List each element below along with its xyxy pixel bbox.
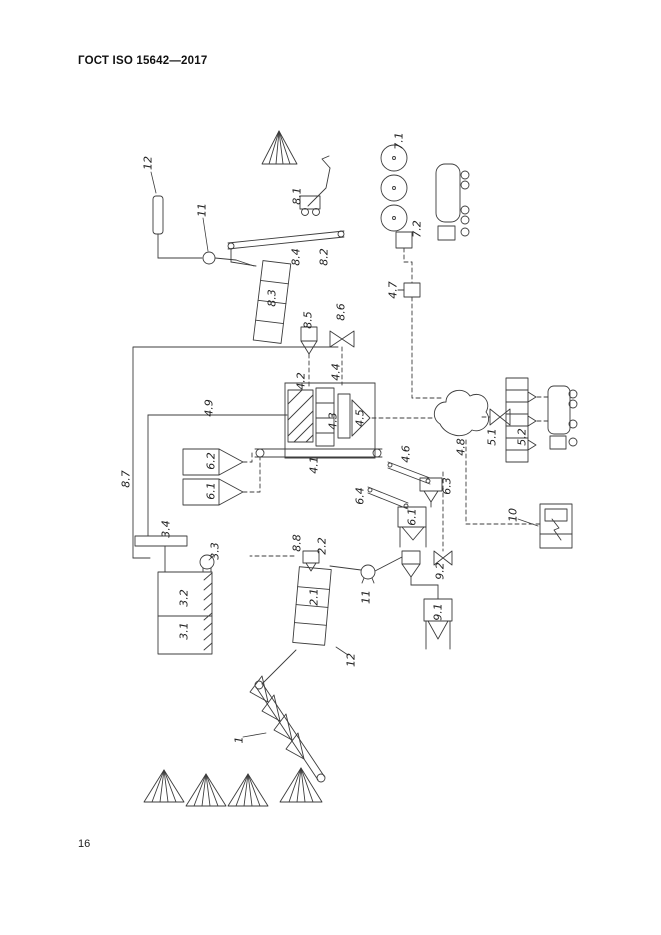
label-3-2: 3.2 [178, 589, 191, 607]
label-8-3: 8.3 [266, 289, 279, 307]
screw-conveyor-64 [367, 486, 409, 510]
label-11-drum-fan: 11 [360, 590, 373, 604]
bucket-elevator [254, 448, 383, 458]
label-8-5: 8.5 [302, 311, 315, 329]
bitumen-tanks [380, 144, 408, 232]
label-12-drum: 12 [345, 653, 358, 667]
label-4-5: 4.5 [354, 409, 367, 427]
hot-bins [315, 387, 335, 447]
label-4-2: 4.2 [295, 372, 308, 390]
screw-conveyor-46 [387, 461, 431, 485]
recycle-stockpile-icon [261, 130, 298, 165]
label-6-3: 6.3 [441, 477, 454, 495]
control-cabin [539, 503, 573, 549]
label-8-8: 8.8 [291, 534, 304, 552]
weighing-unit-63 [419, 477, 443, 508]
label-11-fan: 11 [196, 203, 209, 217]
dust-silo [397, 506, 427, 548]
label-12-stack: 12 [142, 156, 155, 170]
document-header: ГОСТ ISO 15642—2017 [78, 55, 208, 67]
stockpile-cones [143, 767, 323, 807]
surge-hopper [300, 326, 318, 355]
recycle-feed-conveyor [227, 230, 345, 267]
label-5-1: 5.1 [486, 428, 499, 446]
discharge-valve-icon [489, 408, 511, 426]
weigh-hopper [351, 399, 371, 437]
filter-cloud [433, 389, 490, 437]
exhaust-fan-icon [202, 251, 255, 267]
cold-feed-conveyor [254, 649, 326, 783]
label-4-6: 4.6 [400, 445, 413, 463]
mixer-unit [337, 393, 351, 439]
label-6-4: 6.4 [354, 487, 367, 505]
label-5-2: 5.2 [516, 428, 529, 446]
label-4-9: 4.9 [203, 399, 216, 417]
dust-return-ducts [132, 346, 339, 559]
dust-hopper [423, 598, 453, 650]
label-7-1: 7.1 [393, 132, 406, 150]
burner-fan-icon [199, 554, 215, 573]
drum-fan-icon [329, 556, 403, 584]
recycle-drum [252, 260, 292, 344]
label-9-2: 9.2 [434, 562, 447, 580]
label-8-4: 8.4 [290, 248, 303, 266]
tanker-truck-icon [435, 163, 470, 241]
cyclone-unit [401, 550, 453, 600]
label-4-1: 4.1 [308, 456, 321, 474]
label-leaders [150, 171, 539, 738]
label-6-1-lower: 6.1 [406, 508, 419, 526]
bitumen-metering-unit [397, 282, 421, 298]
vibrating-screen [287, 389, 314, 443]
label-2-2: 2.2 [316, 537, 329, 555]
page-number: 16 [78, 838, 91, 850]
label-4-8: 4.8 [455, 438, 468, 456]
rotary-valve-icon [329, 330, 355, 348]
storage-silo-battery [505, 377, 537, 463]
mixing-tower-frame [284, 382, 376, 459]
label-1: 1 [233, 737, 246, 744]
fuel-unit-box [157, 545, 213, 655]
label-9-1: 9.1 [432, 603, 445, 621]
burner-head [302, 550, 320, 572]
fuel-tank [134, 535, 188, 547]
exhaust-stack [152, 195, 203, 259]
figure-labels: 12 11 8.1 8.4 8.2 8.3 8.5 8.6 7.1 7.2 4.… [120, 132, 529, 743]
label-4-7: 4.7 [387, 281, 400, 299]
label-7-2: 7.2 [411, 220, 424, 238]
label-8-6: 8.6 [335, 303, 348, 321]
label-8-2: 8.2 [318, 248, 331, 266]
label-10: 10 [507, 508, 520, 522]
label-4-4: 4.4 [330, 363, 343, 381]
label-2-1: 2.1 [308, 588, 321, 606]
dryer-drum [292, 566, 332, 646]
label-6-1-upper: 6.1 [205, 482, 218, 500]
process-connectors [242, 247, 549, 557]
loader-icon [299, 155, 331, 216]
cold-feed-bins [249, 675, 305, 760]
label-6-2: 6.2 [205, 452, 218, 470]
dump-truck-icon [547, 385, 578, 450]
label-8-1: 8.1 [291, 187, 304, 205]
label-8-7: 8.7 [120, 470, 133, 488]
label-3-4: 3.4 [160, 520, 173, 538]
label-3-3: 3.3 [209, 542, 222, 560]
label-4-3: 4.3 [327, 412, 340, 430]
label-3-1: 3.1 [178, 622, 191, 640]
